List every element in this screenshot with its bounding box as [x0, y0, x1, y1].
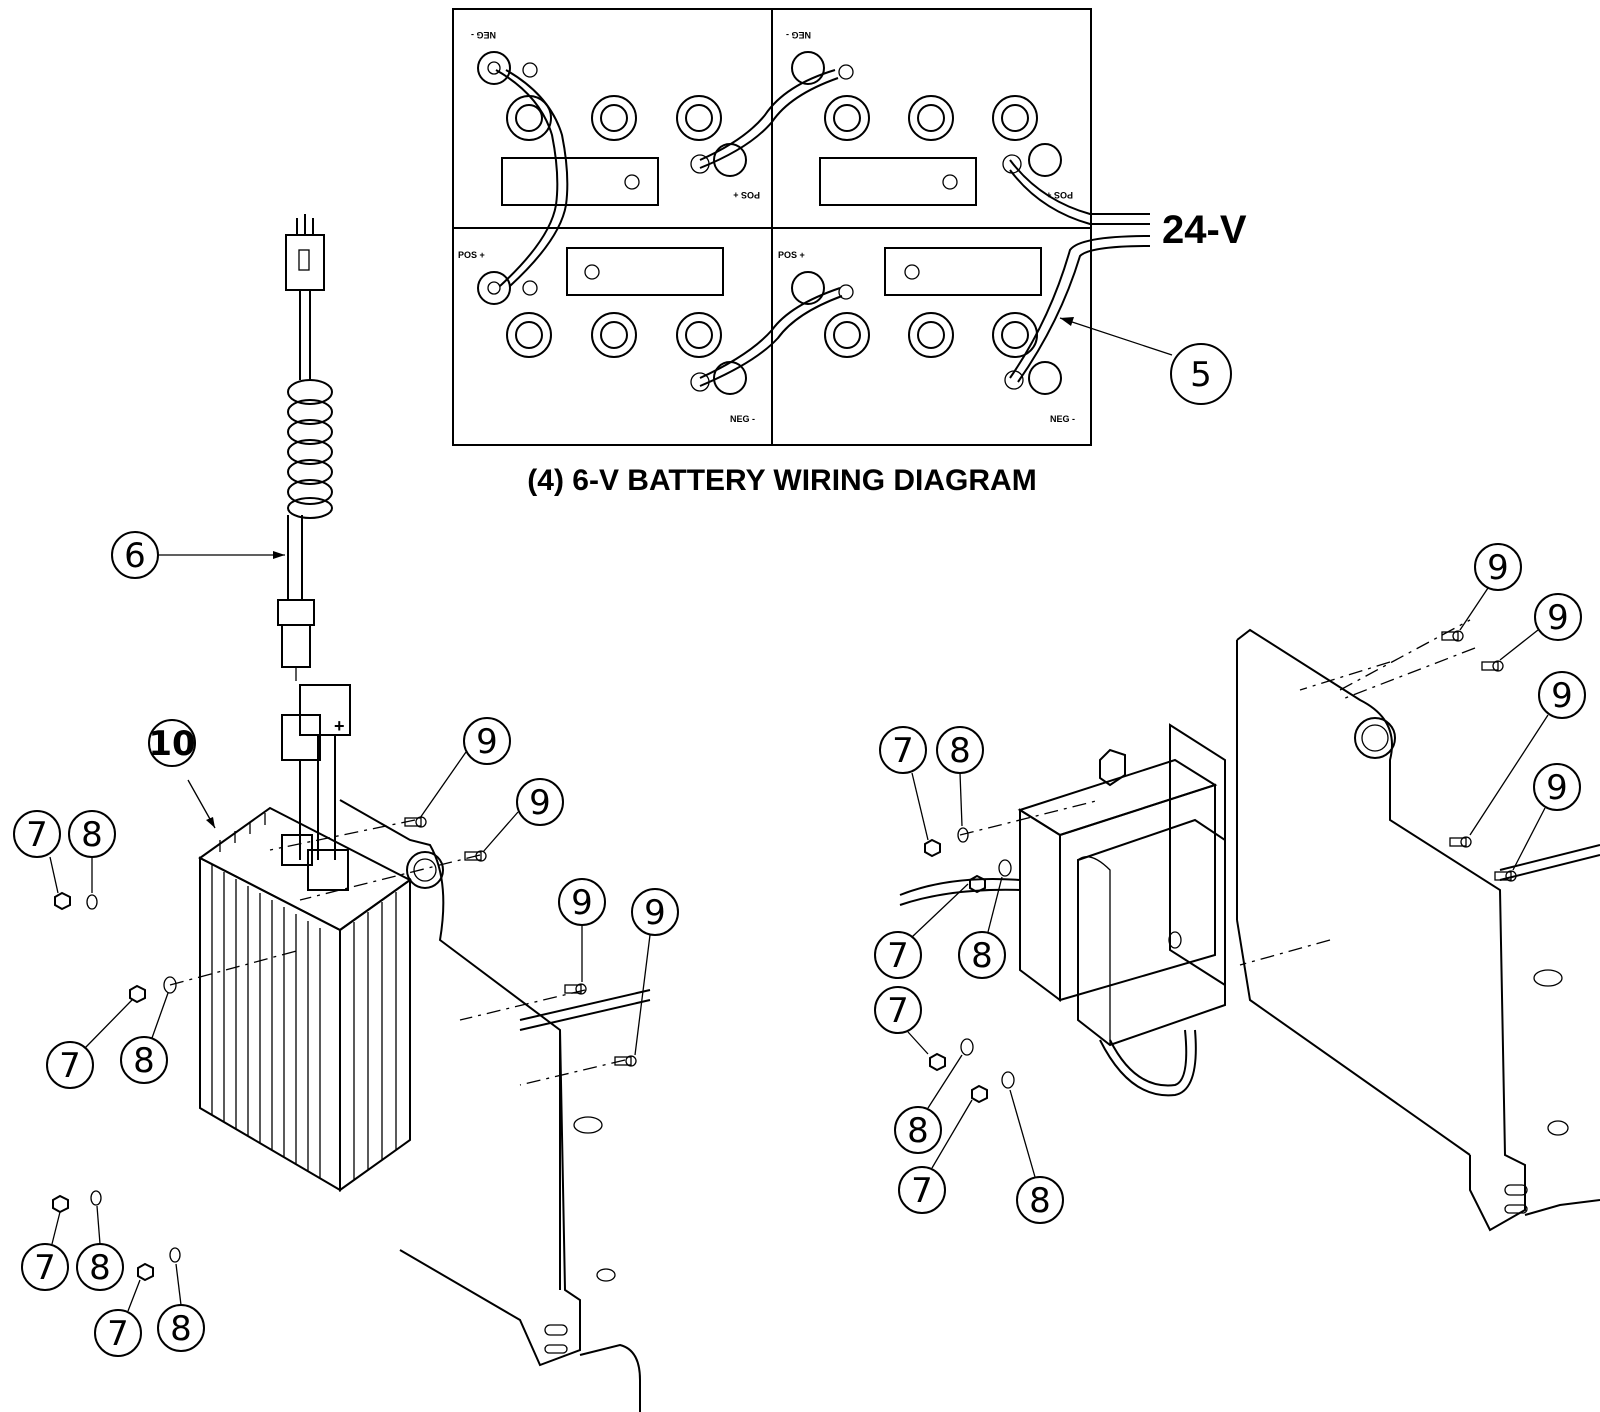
callout-7: 7 — [13, 810, 61, 894]
callout-9: 9 — [558, 878, 606, 982]
callout-5: 5 — [1059, 317, 1232, 405]
callout-10: 10 — [148, 719, 216, 829]
mounting-plate-right — [1236, 619, 1600, 1232]
coiled-cord — [277, 290, 333, 685]
bolts-right — [1441, 630, 1517, 882]
callout-7-number: 7 — [59, 1046, 81, 1086]
battery-wiring-diagram: NEG - NEG - POS + POS + POS + POS + NEG … — [452, 8, 1247, 497]
callout-5-number: 5 — [1190, 355, 1212, 395]
callout-8-number: 8 — [170, 1309, 192, 1349]
mounting-bracket-left — [339, 799, 651, 1412]
callout-7-number: 7 — [26, 815, 48, 855]
power-cord-plug — [285, 214, 325, 291]
callout-7: 7 — [874, 883, 969, 979]
callouts: 6 10 7 8 7 8 7 — [13, 531, 1586, 1357]
voltage-label: 24-V — [1162, 208, 1247, 252]
callout-9-number: 9 — [1487, 548, 1509, 588]
callout-7-number: 7 — [34, 1248, 56, 1288]
left-charger-assembly: + — [52, 214, 651, 1412]
callout-8: 8 — [936, 726, 984, 827]
callout-7: 7 — [898, 1099, 973, 1214]
callout-8: 8 — [76, 1205, 124, 1291]
callout-7: 7 — [879, 726, 929, 841]
callout-9-number: 9 — [644, 893, 666, 933]
callout-7: 7 — [874, 986, 929, 1055]
output-connector: + — [281, 684, 351, 891]
callout-7-number: 7 — [107, 1314, 129, 1354]
nuts-washers-left — [52, 891, 181, 1282]
callout-8: 8 — [958, 876, 1006, 979]
callout-8: 8 — [1009, 1089, 1064, 1224]
callout-8-number: 8 — [907, 1111, 929, 1151]
callout-8-number: 8 — [1029, 1181, 1051, 1221]
battery-terminals — [477, 51, 1062, 395]
callout-10-number: 10 — [148, 724, 195, 764]
callout-9-number: 9 — [529, 783, 551, 823]
neg-terminal-label: NEG - — [1050, 414, 1075, 424]
neg-terminal-label: NEG - — [786, 30, 811, 40]
callout-7-number: 7 — [887, 991, 909, 1031]
neg-terminal-label: NEG - — [730, 414, 755, 424]
pos-terminal-label: POS + — [1046, 190, 1073, 200]
diagram-title: (4) 6-V BATTERY WIRING DIAGRAM — [527, 464, 1036, 497]
callout-7-number: 7 — [892, 731, 914, 771]
callout-8-number: 8 — [971, 936, 993, 976]
callout-8: 8 — [157, 1263, 205, 1352]
pos-terminal-label: POS + — [458, 250, 485, 260]
callout-6-number: 6 — [124, 536, 146, 576]
callout-9-number: 9 — [571, 883, 593, 923]
callout-8-number: 8 — [949, 731, 971, 771]
bolts-left — [404, 816, 637, 1067]
callout-7: 7 — [46, 999, 133, 1089]
callout-9: 9 — [1459, 543, 1522, 631]
callout-9: 9 — [419, 717, 511, 819]
right-charger-assembly — [899, 619, 1600, 1232]
callout-7: 7 — [94, 1279, 142, 1357]
charger-box-right — [899, 723, 1226, 1097]
callout-8: 8 — [894, 1054, 963, 1154]
callout-8-number: 8 — [81, 815, 103, 855]
callout-8-number: 8 — [133, 1041, 155, 1081]
nuts-washers-right — [924, 827, 1015, 1104]
charger-heatsink — [198, 806, 412, 1192]
callout-7-number: 7 — [911, 1171, 933, 1211]
battery-cell-rings — [506, 95, 1038, 358]
pos-terminal-label: POS + — [778, 250, 805, 260]
callout-9: 9 — [631, 888, 679, 1056]
battery-jumper-cables — [495, 62, 1151, 392]
battery-label-plates — [501, 157, 1042, 296]
callout-8-number: 8 — [89, 1248, 111, 1288]
callout-9-number: 9 — [1547, 598, 1569, 638]
callout-9: 9 — [1512, 763, 1581, 871]
neg-terminal-label: NEG - — [471, 30, 496, 40]
callout-9: 9 — [1469, 671, 1586, 836]
callout-7-number: 7 — [887, 936, 909, 976]
pos-terminal-label: POS + — [733, 190, 760, 200]
callout-9: 9 — [1499, 593, 1582, 661]
callout-7: 7 — [21, 1211, 69, 1291]
callout-9-number: 9 — [1551, 676, 1573, 716]
callout-8: 8 — [120, 992, 169, 1084]
callout-9-number: 9 — [476, 722, 498, 762]
callout-9: 9 — [482, 778, 564, 853]
callout-8: 8 — [68, 810, 116, 893]
svg-text:+: + — [334, 716, 345, 736]
callout-6: 6 — [111, 531, 285, 579]
callout-9-number: 9 — [1546, 768, 1568, 808]
